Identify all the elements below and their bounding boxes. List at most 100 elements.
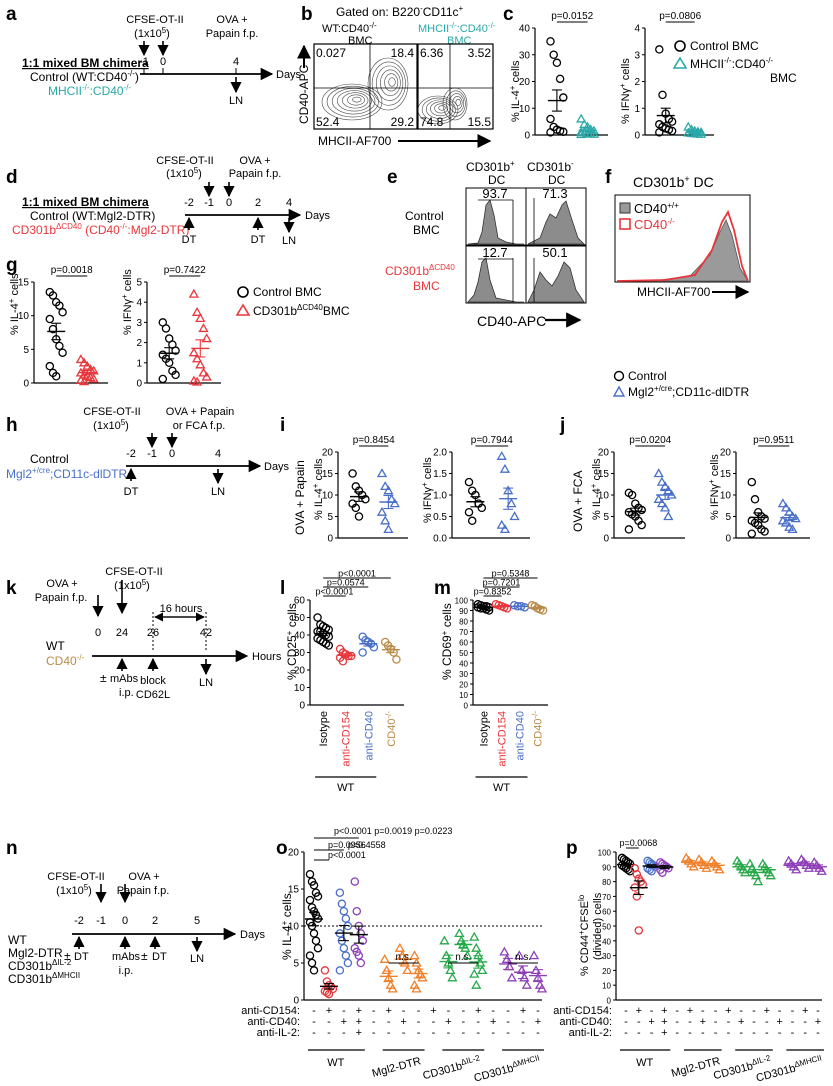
- y-tick-label: 15: [322, 469, 334, 480]
- cd62l-label: CD62L: [136, 689, 170, 701]
- data-point: [688, 861, 699, 871]
- data-point: [389, 498, 400, 508]
- treatment-sign: +: [490, 1016, 496, 1028]
- treatment-row-label: anti-CD154:: [241, 1005, 300, 1017]
- treatment-sign: -: [675, 1016, 679, 1028]
- cfse-count: (1x105): [134, 26, 170, 40]
- tick-label: 2: [152, 915, 158, 927]
- data-point: [467, 516, 477, 526]
- data-point: [502, 604, 512, 613]
- data-point: [198, 323, 209, 333]
- panel-letter-f: f: [605, 167, 612, 188]
- data-point: [765, 870, 776, 880]
- y-tick-label: 1: [634, 104, 640, 115]
- y-tick-label: 20: [720, 448, 732, 459]
- data-point: [576, 113, 587, 123]
- data-point: [381, 965, 392, 975]
- data-point: [191, 376, 203, 386]
- contour: [449, 93, 465, 114]
- panel-letter-g: g: [6, 255, 18, 276]
- p-value: p=0.0018: [51, 265, 93, 276]
- tick-label: 4: [286, 197, 292, 209]
- y-axis-label: % CD44+CFSElo: [577, 894, 591, 976]
- data-point: [88, 373, 99, 383]
- treatment-sign: +: [356, 1016, 362, 1028]
- treatment-sign: -: [521, 1016, 525, 1028]
- treatment-row-label: anti-IL-2:: [257, 1027, 300, 1039]
- treatment-row-label: anti-IL-2:: [569, 1027, 612, 1039]
- treatment-sign: +: [764, 1005, 770, 1017]
- p-value: p=0.5348: [492, 569, 530, 579]
- panel-letter-b: b: [301, 4, 313, 25]
- data-point: [496, 450, 507, 460]
- treatment-sign: -: [372, 1027, 376, 1039]
- days-label: Days: [276, 69, 302, 81]
- panel-letter-i: i: [280, 415, 285, 436]
- p-value: p=0.0152: [551, 11, 593, 22]
- contour: [342, 92, 369, 109]
- y-tick-label: 5: [23, 345, 29, 356]
- group-label: Mgl2-DTR: [8, 946, 63, 960]
- data-point: [521, 979, 532, 989]
- treatment-sign: +: [400, 1016, 406, 1028]
- category-label: anti-CD154: [497, 711, 509, 767]
- y-tick-label: 60: [294, 596, 306, 607]
- data-point: [536, 983, 548, 993]
- data-point: [191, 353, 203, 363]
- cd301b-genotype-label: CD301bΔCD40 (CD40-/-:Mgl2-DTR): [12, 222, 189, 237]
- panel-k: k OVA + Papain f.p. CFSE-OT-II (1x105) 1…: [6, 566, 282, 701]
- contour: [352, 96, 362, 103]
- contour: [455, 98, 461, 106]
- data-point: [354, 951, 364, 960]
- treatment-sign: +: [687, 1005, 693, 1017]
- mabs-label: mAbs: [110, 673, 139, 685]
- y-axis-label: % IL-4+ cells: [589, 458, 603, 520]
- panel-j: j Control Mgl2+/cre;CD11c-dlDTR OVA + FC…: [559, 369, 749, 532]
- gate-value: 93.7: [482, 186, 507, 201]
- y-tick-label: 40: [602, 937, 611, 946]
- treatment-sign: +: [326, 1005, 332, 1017]
- treatment-sign: -: [765, 1016, 769, 1028]
- group-label: Mgl2-DTR: [371, 1055, 423, 1080]
- p-value: p=0.7201: [483, 578, 521, 588]
- dt-label: DT: [251, 234, 266, 246]
- y-tick-label: 15: [720, 469, 732, 480]
- data-point: [361, 495, 370, 504]
- y-tick-label: 0: [725, 534, 731, 545]
- data-point: [519, 972, 530, 982]
- y-axis-label: % IFNγ+ cells: [618, 58, 632, 124]
- panel-letter-c: c: [503, 4, 514, 25]
- y-tick-label: 50: [602, 923, 611, 932]
- y-tick-label: 3: [634, 50, 640, 61]
- ln-label: LN: [190, 953, 204, 965]
- group-label: WT: [636, 1057, 653, 1069]
- treatment-sign: -: [491, 1027, 495, 1039]
- data-point: [634, 926, 644, 935]
- data-point: [75, 354, 87, 364]
- cfse-count: (1x105): [166, 166, 202, 180]
- data-point: [454, 928, 465, 938]
- y-tick-label: 10: [294, 683, 306, 694]
- ns-label: n.s.: [515, 952, 531, 963]
- histogram-box: [525, 245, 587, 304]
- tick-label: 0: [226, 197, 232, 209]
- y-tick-label: 0.5: [433, 512, 447, 523]
- y-tick-label: 40: [294, 631, 306, 642]
- contour: [421, 97, 456, 122]
- legend-cd40-ko: CD40-/-: [634, 217, 675, 232]
- cfse-label: CFSE-OT-II: [105, 566, 162, 578]
- p-value: p=0.0956: [328, 840, 366, 850]
- panel-a: a 1:1 mixed BM chimera Control (WT:CD40-…: [6, 4, 302, 107]
- treatment-sign: -: [402, 1005, 406, 1017]
- treatment-sign: -: [791, 1005, 795, 1017]
- tick-label: 26: [147, 627, 159, 639]
- data-point: [339, 943, 349, 953]
- data-point: [506, 498, 517, 508]
- data-point: [653, 493, 664, 503]
- treatment-sign: -: [491, 1005, 495, 1017]
- data-point: [380, 515, 391, 525]
- treatment-sign: -: [521, 1027, 525, 1039]
